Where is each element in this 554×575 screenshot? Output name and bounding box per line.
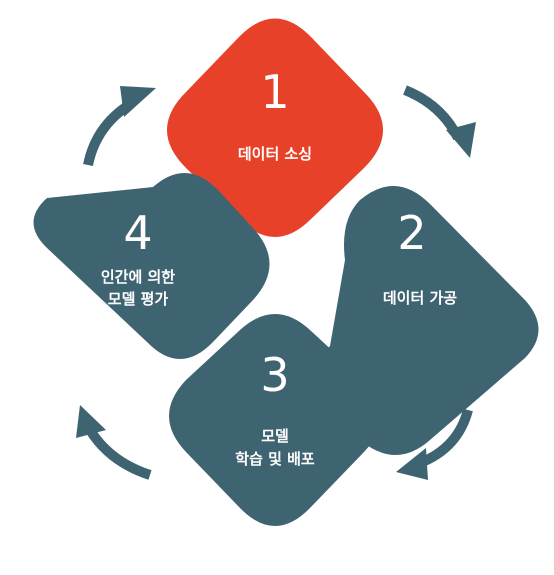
arrow-4-to-1 — [83, 86, 156, 167]
step-shape — [167, 18, 383, 237]
step-1: 1 데이터 소싱 — [167, 18, 383, 237]
step-number: 1 — [260, 65, 289, 119]
cycle-arrows — [76, 85, 476, 480]
step-number: 4 — [123, 206, 152, 260]
arrowhead-icon — [446, 122, 476, 158]
arrowhead-icon — [120, 86, 156, 117]
arrowhead-icon — [396, 448, 428, 480]
step-label-line-1: 데이터 가공 — [383, 289, 457, 307]
arrow-1-to-2 — [403, 85, 476, 158]
step-4: 4 인간에 의한 모델 평가 — [33, 172, 270, 359]
step-label-line-2: 학습 및 배포 — [235, 450, 315, 468]
step-3: 3 모델 학습 및 배포 — [169, 314, 381, 526]
step-shape — [33, 172, 270, 359]
step-number: 3 — [260, 348, 289, 402]
arrow-3-to-4 — [76, 405, 152, 480]
step-number: 2 — [397, 206, 426, 260]
step-shape — [169, 314, 381, 526]
curved-arrow-icon — [418, 408, 473, 468]
arrow-2-to-3 — [396, 408, 473, 480]
step-label-line-2: 모델 평가 — [108, 290, 169, 308]
step-label-line-1: 인간에 의한 — [101, 268, 175, 286]
step-label-line-1: 데이터 소싱 — [238, 145, 312, 163]
curved-arrow-icon — [85, 427, 152, 480]
arrowhead-icon — [76, 405, 106, 438]
step-label-line-1: 모델 — [261, 427, 289, 445]
